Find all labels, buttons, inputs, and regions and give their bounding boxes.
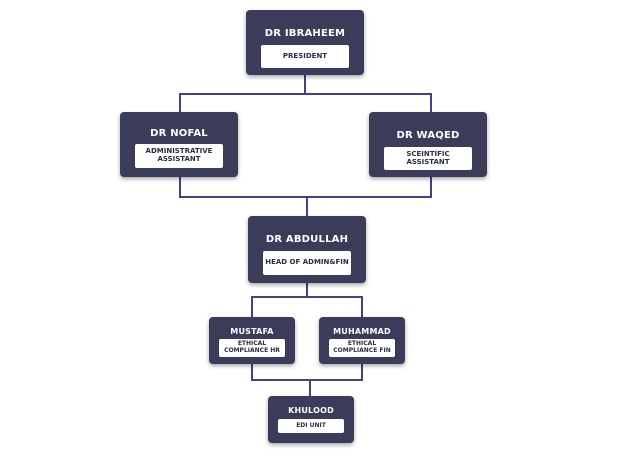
node-role: ETHICAL COMPLIANCE HR (219, 339, 285, 357)
node-dr-nofal: DR NOFAL ADMINISTRATIVE ASSISTANT (120, 112, 238, 177)
node-role: EDI UNIT (278, 419, 344, 433)
node-name: KHULOOD (288, 406, 334, 415)
node-role: HEAD OF ADMIN&FIN (263, 251, 351, 275)
node-role: ADMINISTRATIVE ASSISTANT (135, 144, 223, 168)
node-dr-abdullah: DR ABDULLAH HEAD OF ADMIN&FIN (248, 216, 366, 283)
node-name: DR ABDULLAH (265, 234, 349, 245)
node-name: DR NOFAL (150, 128, 208, 139)
node-name: MUHAMMAD (333, 327, 391, 336)
node-name: DR WAQED (396, 130, 460, 141)
node-dr-waqed: DR WAQED SCEINTIFIC ASSISTANT (369, 112, 487, 177)
node-role: SCEINTIFIC ASSISTANT (384, 147, 472, 170)
node-name: DR IBRAHEEM (264, 28, 346, 39)
node-muhammad: MUHAMMAD ETHICAL COMPLIANCE FIN (319, 317, 405, 364)
node-mustafa: MUSTAFA ETHICAL COMPLIANCE HR (209, 317, 295, 364)
node-khulood: KHULOOD EDI UNIT (268, 396, 354, 443)
node-role: ETHICAL COMPLIANCE FIN (329, 339, 395, 357)
node-dr-ibraheem: DR IBRAHEEM PRESIDENT (246, 10, 364, 75)
node-role: PRESIDENT (261, 45, 349, 68)
node-name: MUSTAFA (230, 327, 274, 336)
